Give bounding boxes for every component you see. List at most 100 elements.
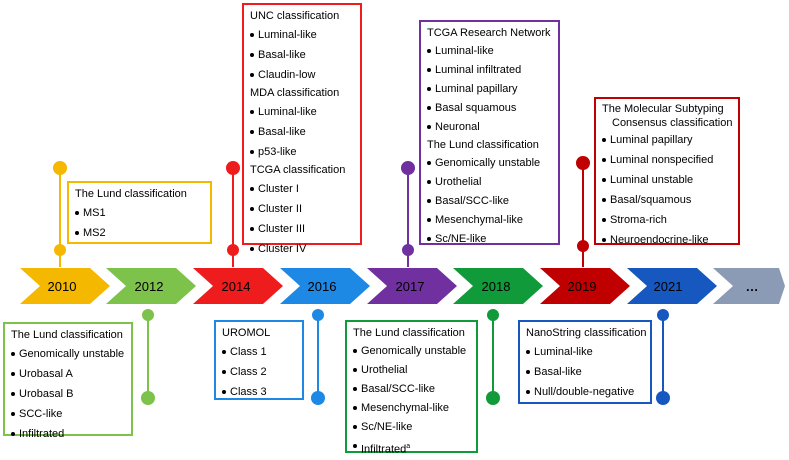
box-title-unc: UNC classification [250, 10, 340, 22]
subtype-list: Luminal-like Basal-like Null/double-nega… [526, 342, 644, 402]
dot-2017-bottom [402, 244, 414, 256]
arrow-2017 [367, 268, 457, 304]
subtype-item: Basal/SCC-like [427, 192, 552, 211]
year-label-2019: 2019 [568, 279, 597, 294]
subtype-item: Urobasal B [11, 384, 125, 404]
subtype-item: Infiltrateda [353, 437, 470, 460]
subtype-label: Infiltrated [361, 443, 407, 456]
subtype-item: Sc/NE-like [427, 230, 552, 249]
subtype-item: Sc/NE-like [353, 418, 470, 437]
subtype-list-tcga: Cluster I Cluster II Cluster III Cluster… [250, 179, 354, 259]
arrow-future [713, 268, 785, 304]
year-label-2017: 2017 [396, 279, 425, 294]
dot-2016-top [312, 309, 324, 321]
box-title-line-1: The Molecular Subtyping [602, 103, 724, 115]
subtype-item: Cluster I [250, 179, 354, 199]
connector-stems [59, 163, 664, 400]
subtype-item: Cluster II [250, 199, 354, 219]
dot-2019-top [576, 156, 590, 170]
subtype-list-lund: Genomically unstable Urothelial Basal/SC… [427, 154, 552, 249]
subtype-item: Basal-like [526, 362, 644, 382]
subtype-item: Cluster III [250, 219, 354, 239]
year-label-2012: 2012 [135, 279, 164, 294]
dot-2018-top [487, 309, 499, 321]
box-title-line-2: Consensus classification [612, 117, 733, 129]
dot-2010-bottom [54, 244, 66, 256]
dot-2021-bottom [656, 391, 670, 405]
footnote-marker: a [406, 443, 411, 450]
subtype-item: Luminal unstable [602, 170, 732, 190]
dot-2014-top [226, 161, 240, 175]
year-label-2016: 2016 [308, 279, 337, 294]
subtype-item: Urothelial [427, 173, 552, 192]
box-title: NanoString classification [526, 327, 647, 339]
subtype-item: Cluster IV [250, 239, 354, 259]
box-lund-2010: The Lund classification MS1 MS2 [67, 181, 212, 244]
box-classifications-2014: UNC classification Luminal-like Basal-li… [242, 3, 362, 255]
subtype-item: Stroma-rich [602, 210, 732, 230]
year-label-ellipsis: … [746, 279, 759, 294]
subtype-list-unc: Luminal-like Basal-like Claudin-low [250, 25, 354, 85]
subtype-list-tcga-network: Luminal-like Luminal infiltrated Luminal… [427, 42, 552, 137]
box-title: The Lund classification [353, 327, 465, 339]
subtype-item: Infiltrated [11, 424, 125, 444]
arrow-2021 [627, 268, 717, 304]
subtype-item: Claudin-low [250, 65, 354, 85]
subtype-item: Basal squamous [427, 99, 552, 118]
subtype-item: Urothelial [353, 361, 470, 380]
dot-2018-bottom [486, 391, 500, 405]
dot-2019-bottom [577, 240, 589, 252]
box-title: The Lund classification [11, 329, 123, 341]
box-nanostring-2021: NanoString classification Luminal-like B… [518, 320, 652, 404]
arrow-2019 [540, 268, 630, 304]
arrow-2010 [20, 268, 110, 304]
subtype-item: Luminal infiltrated [427, 61, 552, 80]
year-label-2018: 2018 [482, 279, 511, 294]
subtype-list: Genomically unstable Urobasal A Urobasal… [11, 344, 125, 444]
dot-2014-bottom [227, 244, 239, 256]
year-label-2010: 2010 [48, 279, 77, 294]
box-lund-2012: The Lund classification Genomically unst… [3, 322, 133, 440]
dot-2012-bottom [141, 391, 155, 405]
dot-2017-top [401, 161, 415, 175]
subtype-item: p53-like [250, 142, 354, 162]
dot-2021-top [657, 309, 669, 321]
connector-dots [53, 156, 670, 405]
subtype-item: Mesenchymal-like [353, 399, 470, 418]
subtype-item: Urobasal A [11, 364, 125, 384]
subtype-item: Genomically unstable [11, 344, 125, 364]
subtype-list-mda: Luminal-like Basal-like p53-like [250, 102, 354, 162]
subtype-item: Class 2 [222, 362, 296, 382]
subtype-list: Luminal papillary Luminal nonspecified L… [602, 130, 732, 250]
subtype-list: MS1 MS2 [75, 203, 204, 243]
box-uromol-2016: UROMOL Class 1 Class 2 Class 3 [214, 320, 304, 400]
subtype-item: Luminal nonspecified [602, 150, 732, 170]
subtype-item: Basal-like [250, 122, 354, 142]
subtype-item: Class 3 [222, 382, 296, 402]
box-title-lund: The Lund classification [427, 139, 539, 151]
box-title: UROMOL [222, 327, 271, 339]
subtype-list: Class 1 Class 2 Class 3 [222, 342, 296, 402]
box-title-tcga-network: TCGA Research Network [427, 27, 551, 39]
subtype-item: SCC-like [11, 404, 125, 424]
subtype-item: Genomically unstable [353, 342, 470, 361]
year-labels: 2010 2012 2014 2016 2017 2018 2019 2021 … [48, 279, 759, 294]
box-title-mda: MDA classification [250, 87, 340, 99]
box-title-tcga: TCGA classification [250, 164, 346, 176]
year-label-2021: 2021 [654, 279, 683, 294]
subtype-item: Mesenchymal-like [427, 211, 552, 230]
box-consensus-2019: The Molecular Subtyping Consensus classi… [594, 97, 740, 246]
year-arrows [20, 268, 785, 304]
subtype-item: Neuronal [427, 118, 552, 137]
subtype-item: Luminal papillary [427, 80, 552, 99]
subtype-item: Basal-like [250, 45, 354, 65]
subtype-item: Basal/SCC-like [353, 380, 470, 399]
arrow-2018 [453, 268, 543, 304]
subtype-item: Class 1 [222, 342, 296, 362]
box-lund-2018: The Lund classification Genomically unst… [345, 320, 478, 456]
subtype-item: Luminal-like [250, 102, 354, 122]
arrow-2012 [106, 268, 196, 304]
subtype-item: Luminal-like [427, 42, 552, 61]
arrow-2016 [280, 268, 370, 304]
dot-2010-top [53, 161, 67, 175]
